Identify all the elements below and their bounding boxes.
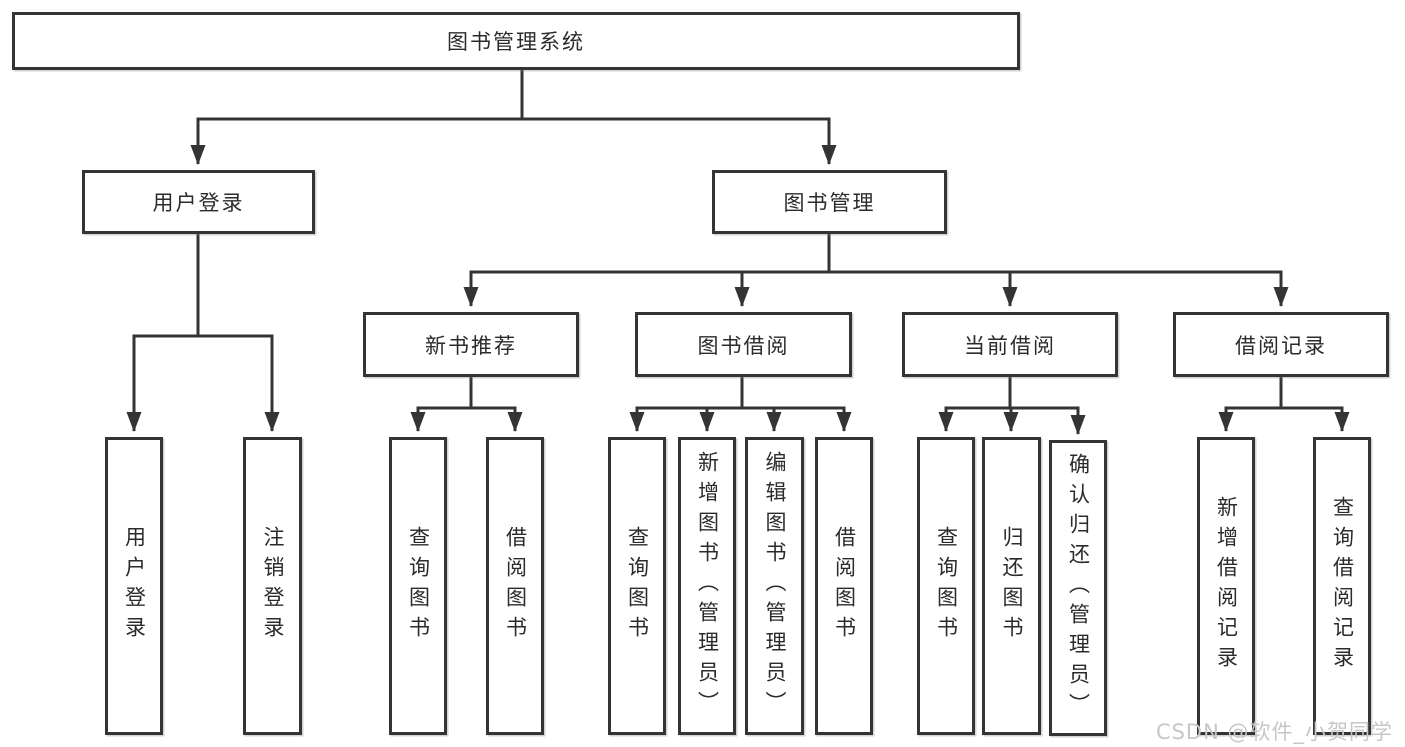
leaf-label: 借阅图书 [503, 526, 528, 646]
leaf-label: 注销登录 [261, 526, 285, 646]
leaf-label: 查询图书 [406, 526, 431, 646]
leaf-logout: 注销登录 [243, 437, 302, 735]
leaf-label: 查询借阅记录 [1330, 496, 1355, 676]
leaf-borrow-query-book: 查询图书 [608, 437, 666, 735]
leaf-label: 确认归还（管理员） [1066, 453, 1091, 723]
leaf-label: 新增图书（管理员） [695, 451, 720, 721]
node-user-login: 用户登录 [82, 170, 315, 234]
leaf-user-login: 用户登录 [105, 437, 163, 735]
leaf-borrow-borrow-book: 借阅图书 [815, 437, 873, 735]
leaf-label: 编辑图书（管理员） [763, 451, 787, 721]
leaf-label: 借阅图书 [832, 526, 857, 646]
node-borrow-records: 借阅记录 [1173, 312, 1389, 377]
leaf-borrow-add-book-admin: 新增图书（管理员） [678, 437, 736, 735]
node-current-borrow: 当前借阅 [902, 312, 1118, 377]
leaf-label: 查询图书 [934, 526, 959, 646]
leaf-current-confirm-return-admin: 确认归还（管理员） [1049, 440, 1107, 736]
tree-arrows [126, 119, 1350, 435]
leaf-label: 用户登录 [122, 526, 147, 646]
leaf-newrec-borrow-book: 借阅图书 [486, 437, 544, 735]
leaf-records-query-record: 查询借阅记录 [1313, 437, 1371, 735]
leaf-label: 新增借阅记录 [1214, 496, 1239, 676]
node-book-borrow: 图书借阅 [635, 312, 852, 377]
node-root-library-system: 图书管理系统 [12, 12, 1020, 70]
leaf-current-query-book: 查询图书 [917, 437, 975, 735]
leaf-label: 归还图书 [1000, 526, 1024, 646]
leaf-borrow-edit-book-admin: 编辑图书（管理员） [745, 437, 804, 735]
node-book-management: 图书管理 [712, 170, 947, 234]
tree-rails [132, 68, 1344, 410]
leaf-newrec-query-book: 查询图书 [389, 437, 447, 735]
leaf-label: 查询图书 [625, 526, 650, 646]
csdn-watermark: CSDN @软件_小贺同学 [1155, 720, 1393, 744]
leaf-current-return-book: 归还图书 [982, 437, 1041, 735]
node-new-book-recommend: 新书推荐 [363, 312, 579, 377]
leaf-records-add-record: 新增借阅记录 [1197, 437, 1255, 735]
